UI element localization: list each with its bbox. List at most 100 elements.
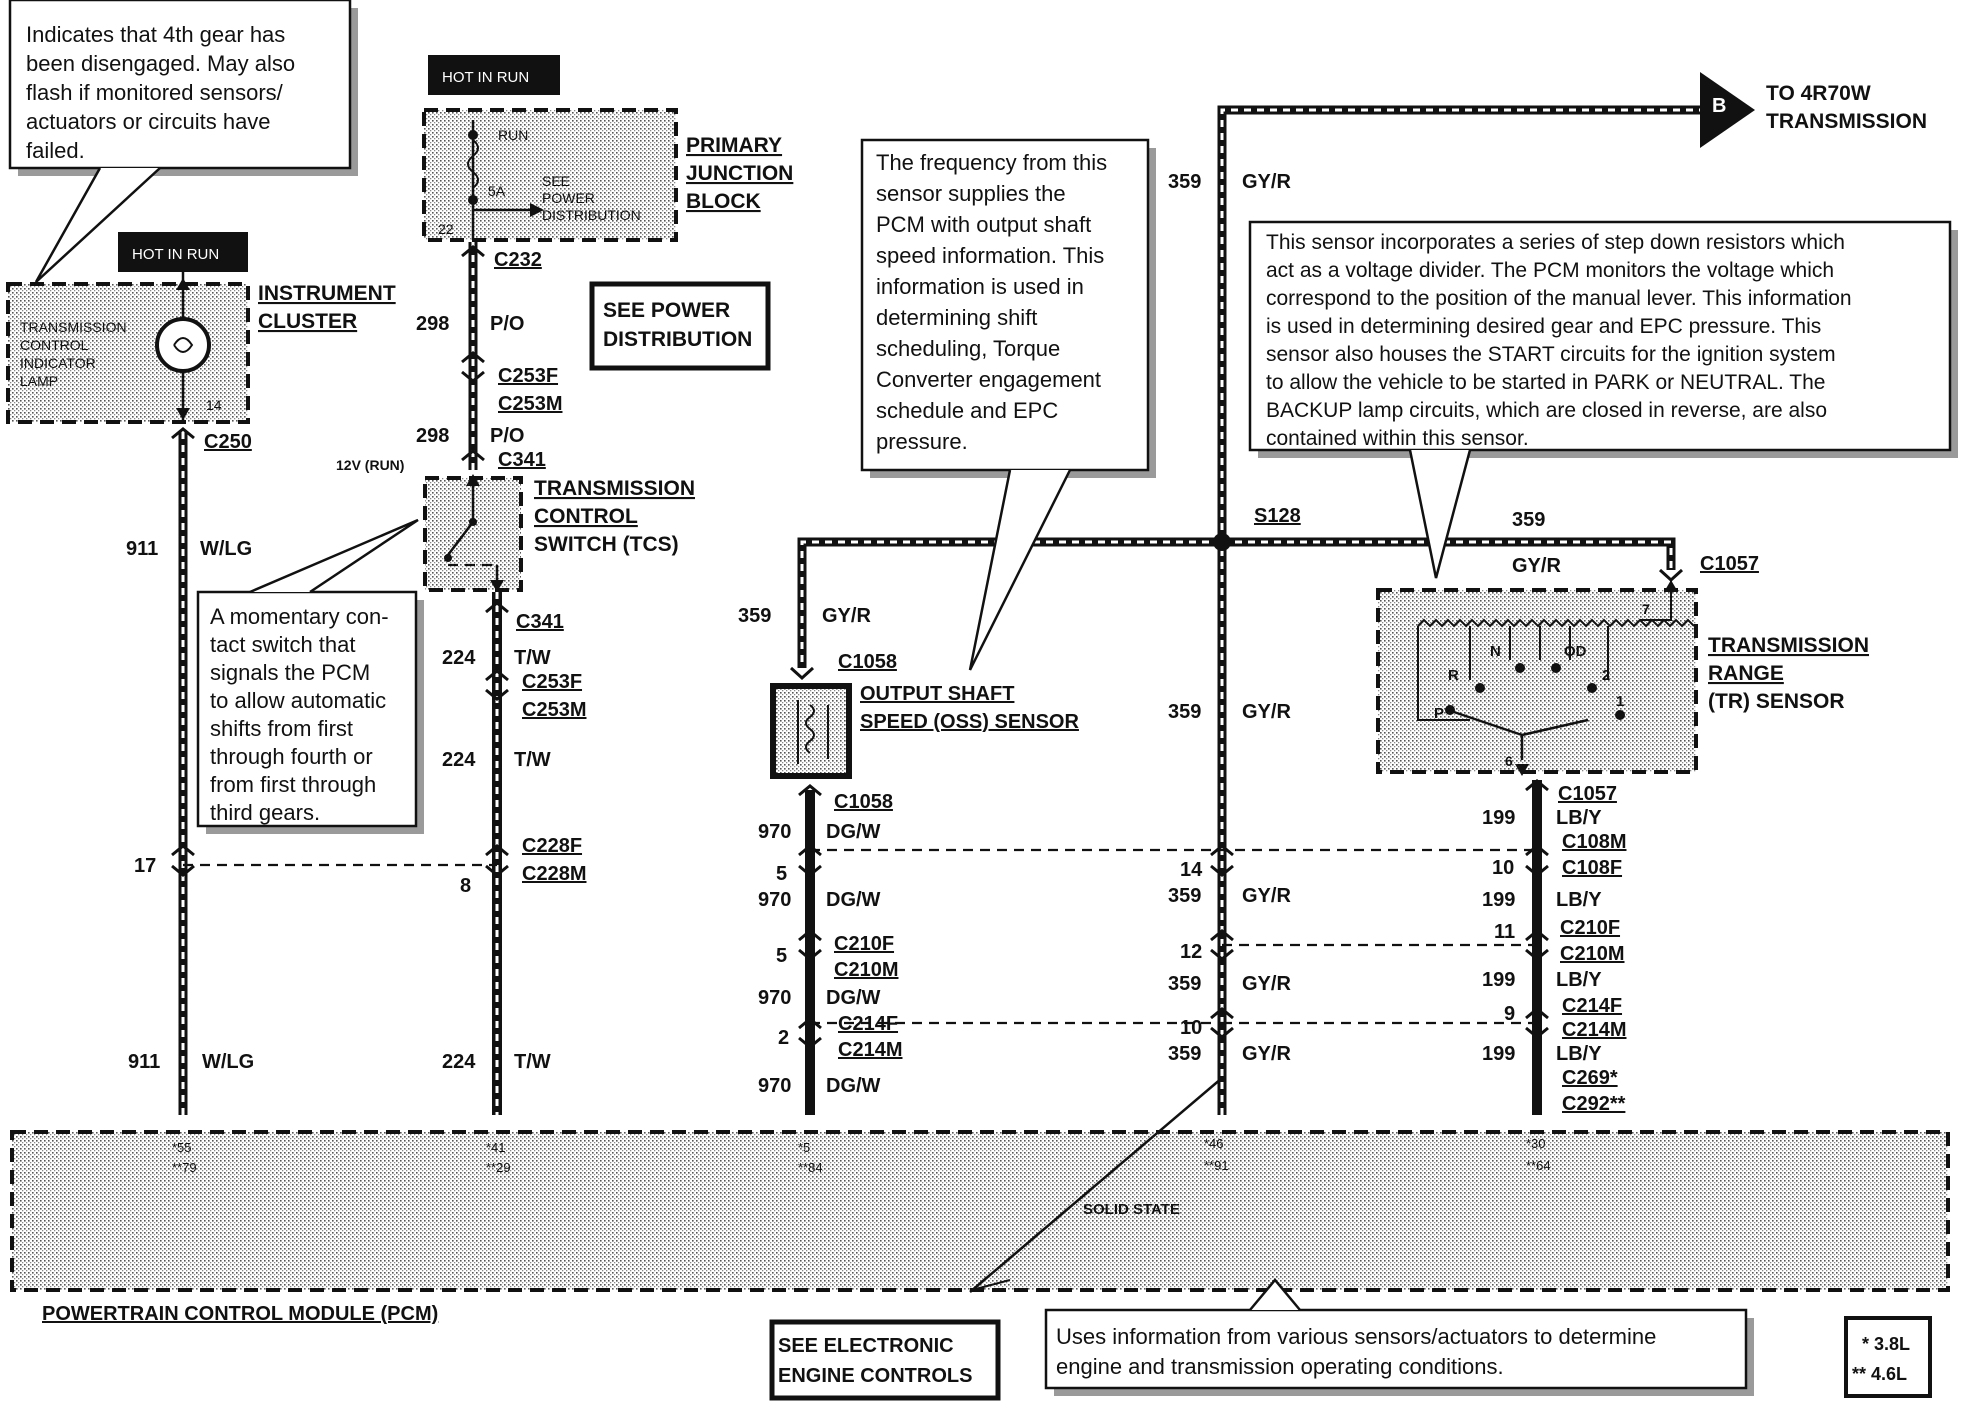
pjb-pin: 22 bbox=[438, 221, 454, 237]
c341-label-bot: C341 bbox=[516, 611, 564, 633]
oss-title-2: SPEED (OSS) SENSOR bbox=[860, 711, 1079, 733]
c232-label: C232 bbox=[494, 249, 542, 271]
oss-info-l6: determining shift bbox=[876, 305, 1037, 330]
fourth-gear-l5: failed. bbox=[26, 138, 85, 163]
see-eec-box: SEE ELECTRONIC ENGINE CONTROLS bbox=[769, 1279, 1011, 1401]
c108f-label: C108F bbox=[1562, 857, 1622, 879]
to-trans-marker: B bbox=[1712, 95, 1726, 117]
c1057-label-bot: C1057 bbox=[1558, 783, 1617, 805]
tr-pin-6: 6 bbox=[1505, 753, 1513, 769]
c1058-label-bot: C1058 bbox=[834, 791, 893, 813]
pjb-see-3: DISTRIBUTION bbox=[542, 207, 641, 223]
hot-in-run-text-1: HOT IN RUN bbox=[442, 69, 529, 86]
pcm-pin-c2-a: *41 bbox=[486, 1140, 506, 1155]
c2-color-224a: T/W bbox=[514, 647, 551, 669]
fourth-gear-l2: been disengaged. May also bbox=[26, 51, 295, 76]
c4-color-359c: GY/R bbox=[1242, 885, 1291, 907]
oss-info-l5: information is used in bbox=[876, 274, 1084, 299]
c3-pin-2: 2 bbox=[778, 1027, 789, 1049]
legend-l2: ** 4.6L bbox=[1852, 1364, 1907, 1384]
to-4r70w-label-2: TRANSMISSION bbox=[1766, 110, 1927, 133]
callout-oss: The frequency from this sensor supplies … bbox=[860, 138, 1156, 671]
connector-marks bbox=[171, 245, 1684, 1049]
oss-info-l9: schedule and EPC bbox=[876, 398, 1058, 423]
c4-color-359b: GY/R bbox=[1242, 701, 1291, 723]
oss-info-l10: pressure. bbox=[876, 429, 968, 454]
c3-color-970a: DG/W bbox=[826, 821, 881, 843]
c3-num-359: 359 bbox=[738, 605, 771, 627]
tr-num-359: 359 bbox=[1512, 509, 1545, 531]
c214f-label-c5: C214F bbox=[1562, 995, 1622, 1017]
tcs-info-l6: through fourth or bbox=[210, 744, 373, 769]
fourth-gear-l4: actuators or circuits have bbox=[26, 109, 271, 134]
c5-pin-9: 9 bbox=[1504, 1003, 1515, 1025]
tr-pos-1: 1 bbox=[1616, 693, 1624, 710]
pjb-title-1: PRIMARY bbox=[686, 134, 782, 157]
c253f-label-top: C253F bbox=[498, 365, 558, 387]
splice-s128-dot bbox=[1213, 533, 1231, 551]
c4-num-359c: 359 bbox=[1168, 885, 1201, 907]
wire-359-main bbox=[1217, 105, 1708, 1115]
c2-color-224b: T/W bbox=[514, 749, 551, 771]
c341-label-top: C341 bbox=[498, 449, 546, 471]
c3-color-970d: DG/W bbox=[826, 1075, 881, 1097]
c253f-label-bot: C253F bbox=[522, 671, 582, 693]
tcs-voltage: 12V (RUN) bbox=[336, 457, 404, 473]
c210f-label: C210F bbox=[834, 933, 894, 955]
c3-num-970c: 970 bbox=[758, 987, 791, 1009]
pcm-pin-c1-a: *55 bbox=[172, 1140, 192, 1155]
pjb-title-2: JUNCTION bbox=[686, 162, 793, 185]
tcil-4: LAMP bbox=[20, 373, 58, 389]
c4-num-359b: 359 bbox=[1168, 701, 1201, 723]
hot-in-run-badge-2 bbox=[118, 232, 248, 272]
tr-pos-p: P bbox=[1434, 705, 1444, 722]
callout-pcm: Uses information from various sensors/ac… bbox=[1044, 1278, 1754, 1396]
c210f-label-c5: C210F bbox=[1560, 917, 1620, 939]
hot-in-run-text-2: HOT IN RUN bbox=[132, 246, 219, 263]
tr-info-l1: This sensor incorporates a series of ste… bbox=[1266, 231, 1845, 254]
c2-num-224c: 224 bbox=[442, 1051, 476, 1073]
ic-title-1: INSTRUMENT bbox=[258, 282, 396, 305]
c1057-label-top: C1057 bbox=[1700, 553, 1759, 575]
c4-color-359e: GY/R bbox=[1242, 1043, 1291, 1065]
see-eec-l1: SEE ELECTRONIC bbox=[778, 1335, 954, 1357]
pcm-pin-c4-b: **91 bbox=[1204, 1158, 1229, 1173]
tr-pos-od: OD bbox=[1564, 643, 1587, 660]
c4-pin-10: 10 bbox=[1180, 1017, 1202, 1039]
pcm-title: POWERTRAIN CONTROL MODULE (PCM) bbox=[42, 1303, 438, 1325]
pcm-pin-c1-b: **79 bbox=[172, 1160, 197, 1175]
c1-num-top: 911 bbox=[126, 538, 158, 560]
pcm-info-l1: Uses information from various sensors/ac… bbox=[1056, 1324, 1656, 1349]
tcs-info-l8: third gears. bbox=[210, 800, 320, 825]
indicator-lamp-icon bbox=[155, 317, 211, 373]
pcm-module bbox=[10, 1130, 1950, 1292]
c4-num-359a: 359 bbox=[1168, 171, 1201, 193]
c1-color-bot: W/LG bbox=[202, 1051, 254, 1073]
primary-junction-block bbox=[422, 108, 678, 242]
c2-color-224c: T/W bbox=[514, 1051, 551, 1073]
tr-info-l8: contained within this sensor. bbox=[1266, 427, 1529, 450]
hot-in-run-badge-1 bbox=[428, 55, 560, 95]
c210m-label: C210M bbox=[834, 959, 898, 981]
c3-color-970c: DG/W bbox=[826, 987, 881, 1009]
splice-label: S128 bbox=[1254, 505, 1301, 527]
tr-info-l3: correspond to the position of the manual… bbox=[1266, 287, 1852, 310]
pjb-title-3: BLOCK bbox=[686, 190, 761, 213]
c5-color-199b: LB/Y bbox=[1556, 889, 1602, 911]
c1-color-top: W/LG bbox=[200, 538, 252, 560]
tr-pos-r: R bbox=[1448, 667, 1459, 684]
pjb-see-1: SEE bbox=[542, 173, 570, 189]
c214m-label: C214M bbox=[838, 1039, 902, 1061]
to-4r70w-label-1: TO 4R70W bbox=[1766, 82, 1871, 105]
pjb-run: RUN bbox=[498, 127, 528, 143]
tr-title-3: (TR) SENSOR bbox=[1708, 690, 1845, 713]
tcs-info-l7: from first through bbox=[210, 772, 376, 797]
see-eec-l2: ENGINE CONTROLS bbox=[778, 1365, 972, 1387]
to-transmission-arrow bbox=[1700, 72, 1755, 148]
c3-num-970d: 970 bbox=[758, 1075, 791, 1097]
c5-color-199c: LB/Y bbox=[1556, 969, 1602, 991]
pcm-pin-c5-a: *30 bbox=[1526, 1136, 1546, 1151]
c292-label: C292** bbox=[1562, 1093, 1626, 1115]
